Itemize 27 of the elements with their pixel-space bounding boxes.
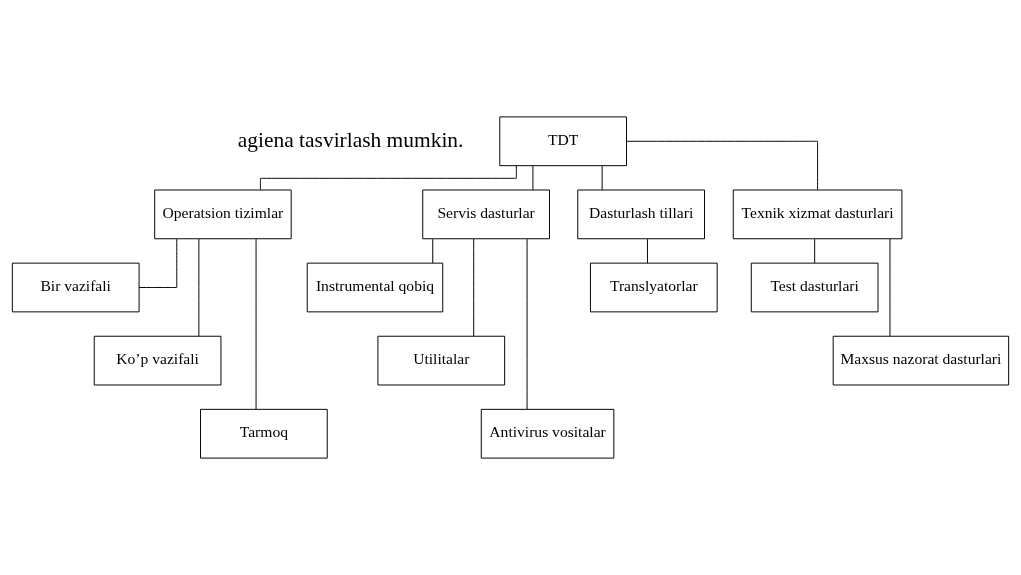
node-box: Antivirus vositalar [480,408,615,459]
connector [198,238,200,337]
node-box: Dasturlash tillari [577,189,705,240]
node-box: Maxsus nazorat dasturlari [832,335,1010,386]
connector [626,140,819,191]
connector [814,238,816,264]
connector [138,238,178,288]
connector [255,238,257,410]
label: agiena tasvirlash mumkin. [237,127,464,152]
node-box: Translyatorlar [589,262,718,313]
node-box: Utilitalar [377,335,506,386]
connector [889,238,891,337]
node-box: TDT [499,116,627,167]
connector [473,238,475,337]
connector [532,165,534,191]
connector [647,238,648,264]
node-box: Texnik xizmat dasturlari [732,189,903,240]
connector [526,238,528,410]
node-box: Bir vazifali [11,262,140,313]
node-box: Operatsion tizimlar [154,189,292,240]
node-box: Tarmoq [200,408,328,459]
connector [432,238,434,264]
connector [601,165,603,191]
node-box: Instrumental qobiq [306,262,444,313]
node-box: Ko’p vazifali [93,335,222,386]
node-box: Servis dasturlar [422,189,550,240]
node-box: Test dasturlari [750,262,879,313]
